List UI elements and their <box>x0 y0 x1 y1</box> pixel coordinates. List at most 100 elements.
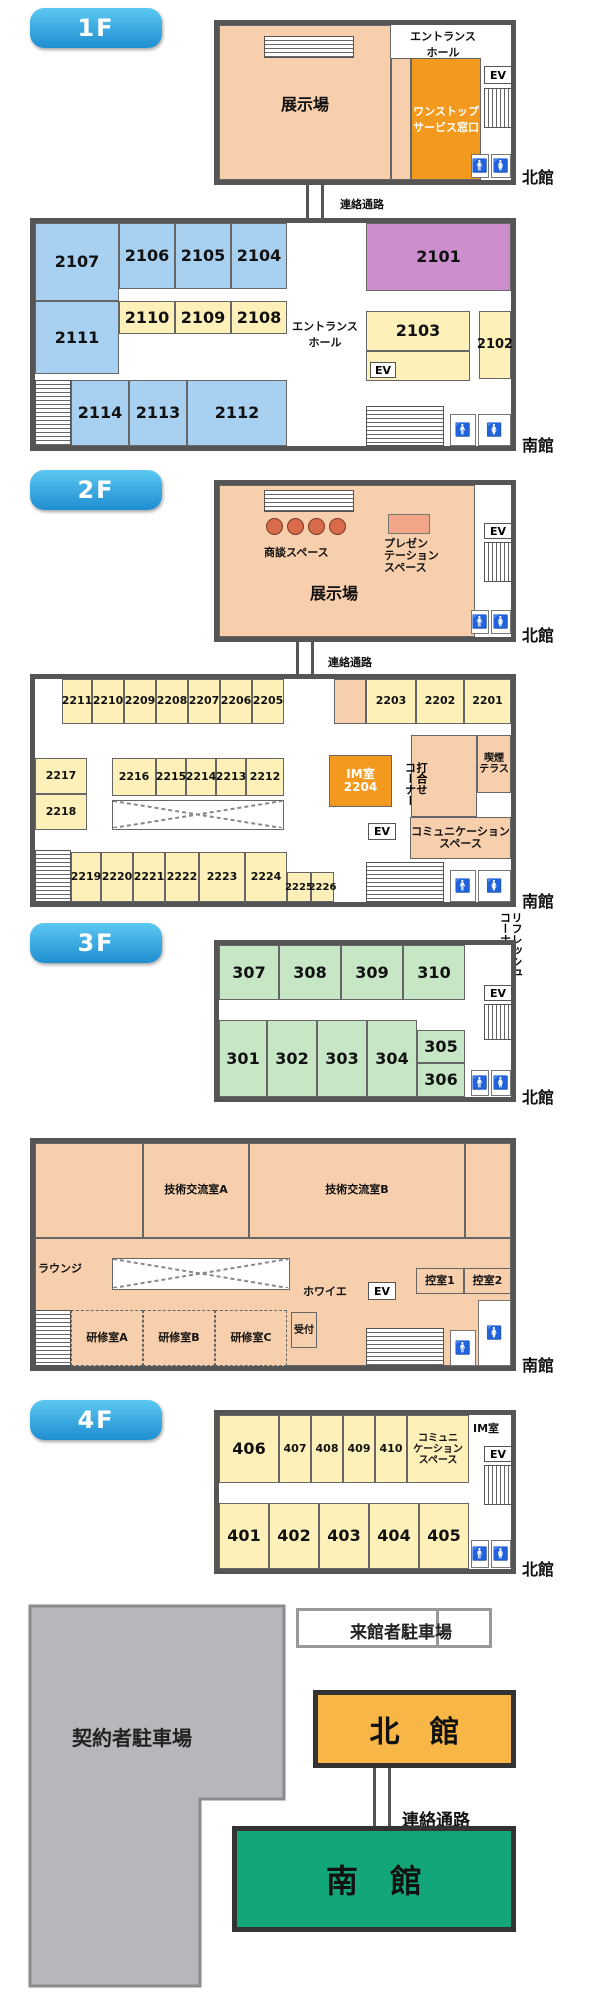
room-402[interactable]: 402 <box>269 1503 319 1569</box>
room-2104[interactable]: 2104 <box>231 223 287 289</box>
f3-hikae2[interactable]: 控室2 <box>464 1268 511 1294</box>
room-2110-label: 2110 <box>124 307 170 327</box>
f3-north-stairs <box>484 1004 512 1040</box>
room-2218[interactable]: 2218 <box>35 794 87 830</box>
f3-kenshu-b[interactable]: 研修室B <box>143 1310 215 1366</box>
room-406[interactable]: 406 <box>219 1415 279 1483</box>
f2-exhibition-hall-label: 展示場 <box>310 584 359 603</box>
room-2213[interactable]: 2213 <box>216 758 246 796</box>
room-2108-label: 2108 <box>236 307 282 327</box>
f2-south-ev[interactable]: EV <box>368 823 396 840</box>
room-304[interactable]: 304 <box>367 1020 417 1097</box>
floor-1f-button[interactable]: 1F <box>30 8 162 48</box>
room-2113[interactable]: 2113 <box>129 380 187 446</box>
room-2224[interactable]: 2224 <box>245 852 287 902</box>
floor-3f-button[interactable]: 3F <box>30 923 162 963</box>
room-2106[interactable]: 2106 <box>119 223 175 289</box>
f2-im-room[interactable]: IM室 2204 <box>329 755 392 807</box>
f3-north-ev[interactable]: EV <box>484 985 512 1001</box>
f1-south-wc-woman-icon: 🚺 <box>478 414 511 446</box>
room-407[interactable]: 407 <box>279 1415 311 1483</box>
room-2110[interactable]: 2110 <box>119 301 175 334</box>
room-2211[interactable]: 2211 <box>62 679 92 724</box>
room-403[interactable]: 403 <box>319 1503 369 1569</box>
room-2105[interactable]: 2105 <box>175 223 231 289</box>
room-2206[interactable]: 2206 <box>220 679 252 724</box>
room-2101[interactable]: 2101 <box>366 223 511 291</box>
room-408[interactable]: 408 <box>311 1415 343 1483</box>
floor-4f-button[interactable]: 4F <box>30 1400 162 1440</box>
f2-community[interactable]: コミュニケーション スペース <box>410 817 511 859</box>
room-2226[interactable]: 2226 <box>309 872 336 902</box>
f4-community[interactable]: コミュニ ケーション スペース <box>407 1415 469 1483</box>
f2-uchiawase[interactable] <box>411 735 477 817</box>
room-409[interactable]: 409 <box>343 1415 375 1483</box>
f3-south-ev[interactable]: EV <box>368 1282 396 1300</box>
room-2225[interactable]: 2225 <box>285 872 313 902</box>
room-2220[interactable]: 2220 <box>101 852 133 902</box>
f3-kenshu-a[interactable]: 研修室A <box>71 1310 143 1366</box>
room-2222[interactable]: 2222 <box>165 852 199 902</box>
room-2207[interactable]: 2207 <box>188 679 220 724</box>
site-north-building[interactable]: 北 館 <box>313 1690 516 1768</box>
room-2212[interactable]: 2212 <box>246 758 284 796</box>
floor-2f-button[interactable]: 2F <box>30 470 162 510</box>
f3-kenshu-c[interactable]: 研修室C <box>215 1310 287 1366</box>
room-306[interactable]: 306 <box>417 1063 465 1097</box>
room-2109[interactable]: 2109 <box>175 301 231 334</box>
site-south-building[interactable]: 南 館 <box>232 1826 516 1932</box>
room-405-label: 405 <box>427 1526 461 1546</box>
room-301[interactable]: 301 <box>219 1020 267 1097</box>
f3-hikae1[interactable]: 控室1 <box>416 1268 464 1294</box>
room-405[interactable]: 405 <box>419 1503 469 1569</box>
room-305[interactable]: 305 <box>417 1030 465 1063</box>
room-2202[interactable]: 2202 <box>416 679 464 724</box>
room-2205[interactable]: 2205 <box>252 679 284 724</box>
f1-onestop-service[interactable]: ワンストップ サービス窓口 <box>411 58 481 180</box>
f1-connector-label: 連絡通路 <box>340 198 384 211</box>
room-2208[interactable]: 2208 <box>156 679 188 724</box>
f3-gijutsu-a[interactable]: 技術交流室A <box>143 1143 249 1238</box>
room-407-label: 407 <box>283 1441 307 1455</box>
room-404[interactable]: 404 <box>369 1503 419 1569</box>
f2-north-ev[interactable]: EV <box>484 523 512 539</box>
room-2203[interactable]: 2203 <box>366 679 416 724</box>
room-2107[interactable]: 2107 <box>35 223 119 301</box>
f3-south-wc-man-icon: 🚹 <box>450 1330 476 1366</box>
room-2219[interactable]: 2219 <box>71 852 101 902</box>
room-2217[interactable]: 2217 <box>35 758 87 794</box>
room-2201[interactable]: 2201 <box>464 679 511 724</box>
room-307[interactable]: 307 <box>219 945 279 1000</box>
room-310[interactable]: 310 <box>403 945 465 1000</box>
f3-gijutsu-b[interactable]: 技術交流室B <box>249 1143 465 1238</box>
room-2111[interactable]: 2111 <box>35 301 119 374</box>
f3-uketsuke[interactable]: 受付 <box>291 1312 317 1348</box>
room-2209[interactable]: 2209 <box>124 679 156 724</box>
room-2205-label: 2205 <box>252 694 284 708</box>
room-2108[interactable]: 2108 <box>231 301 287 334</box>
room-308[interactable]: 308 <box>279 945 341 1000</box>
room-2216[interactable]: 2216 <box>112 758 156 796</box>
room-2214[interactable]: 2214 <box>186 758 216 796</box>
room-2215[interactable]: 2215 <box>156 758 186 796</box>
visitor-parking[interactable] <box>296 1608 492 1648</box>
f1-north-ev[interactable]: EV <box>484 66 512 84</box>
room-2105-label: 2105 <box>180 246 226 266</box>
room-2223[interactable]: 2223 <box>199 852 245 902</box>
room-302[interactable]: 302 <box>267 1020 317 1097</box>
room-401[interactable]: 401 <box>219 1503 269 1569</box>
f2-kitsuen[interactable]: 喫煙 テラス <box>477 735 511 793</box>
room-410[interactable]: 410 <box>375 1415 407 1483</box>
room-2221[interactable]: 2221 <box>133 852 165 902</box>
room-2102[interactable]: 2102 <box>477 311 513 379</box>
room-309[interactable]: 309 <box>341 945 403 1000</box>
f3-hikae1-label: 控室1 <box>425 1273 455 1287</box>
room-2114[interactable]: 2114 <box>71 380 129 446</box>
room-2112[interactable]: 2112 <box>187 380 287 446</box>
f1-south-ev[interactable]: EV <box>370 362 396 378</box>
room-303[interactable]: 303 <box>317 1020 367 1097</box>
room-2210[interactable]: 2210 <box>92 679 124 724</box>
f4-north-ev[interactable]: EV <box>484 1446 512 1462</box>
room-2103[interactable]: 2103 <box>366 311 470 351</box>
